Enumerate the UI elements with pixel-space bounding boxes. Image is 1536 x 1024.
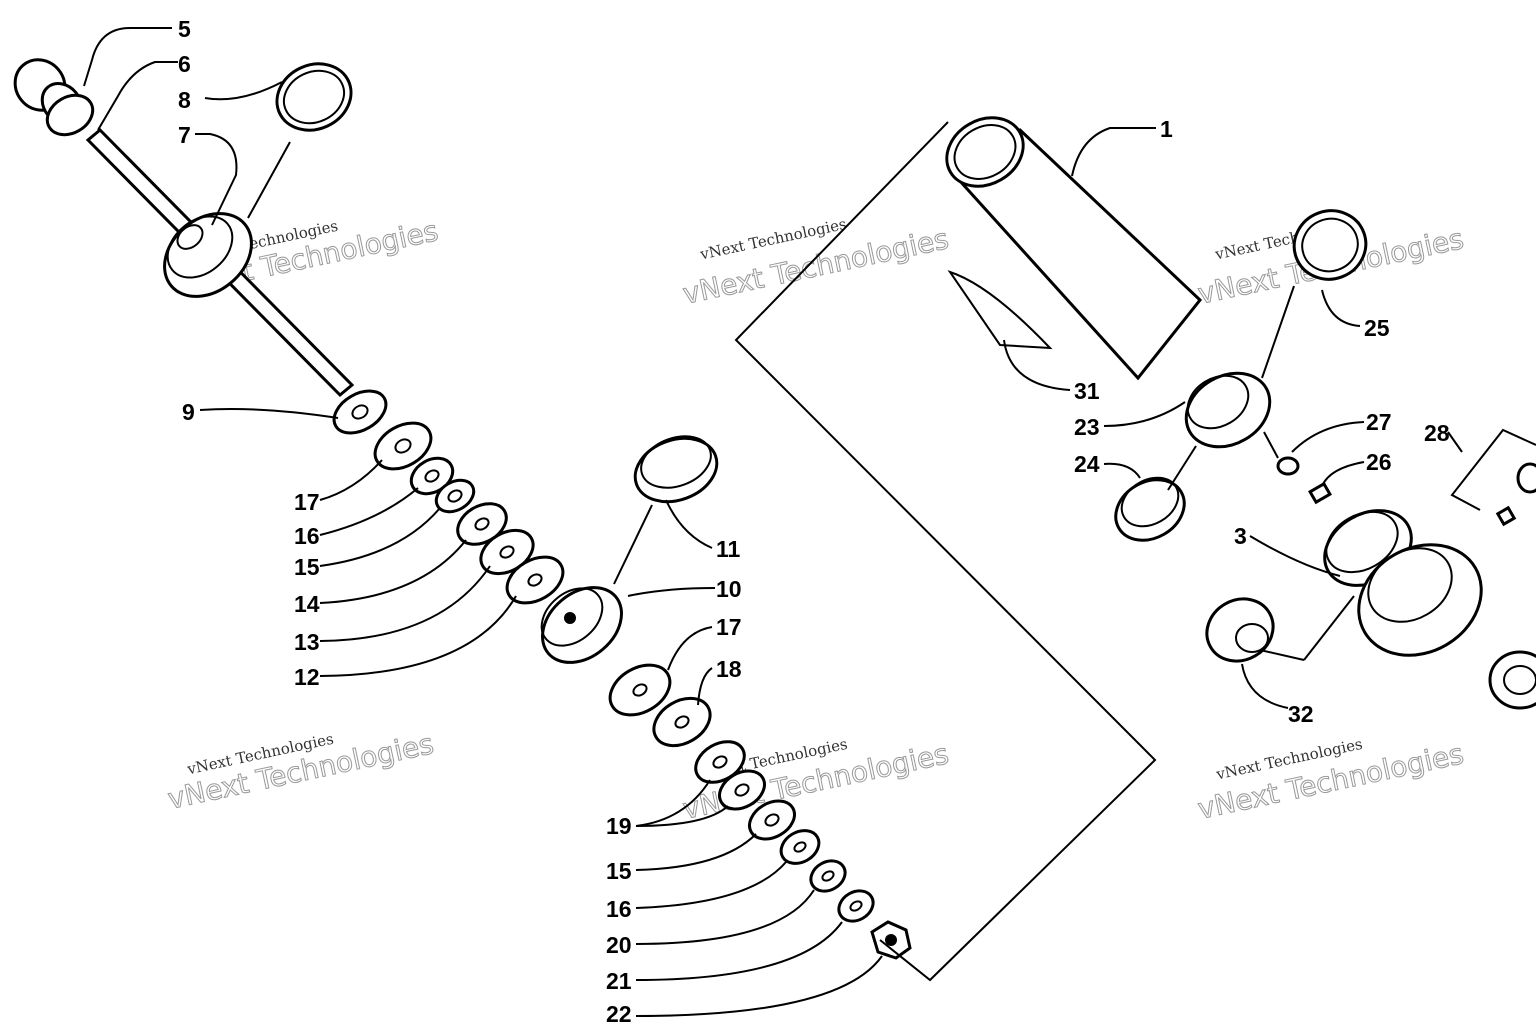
part-28-cap [1516, 462, 1536, 494]
callout-23: 23 [1074, 414, 1100, 440]
callout-25: 25 [1364, 315, 1390, 341]
callout-5: 5 [178, 16, 191, 42]
callout-15-lower: 15 [606, 858, 632, 884]
part-17b-shim [608, 663, 672, 717]
callout-16: 16 [294, 523, 320, 549]
shaft-assembly [13, 58, 912, 960]
part-10-piston [540, 586, 623, 664]
callout-11: 11 [716, 536, 741, 562]
callout-14: 14 [294, 591, 320, 617]
part-7-seal-head [163, 212, 253, 298]
callout-labels: 5 6 8 7 9 17 16 15 14 13 12 11 10 17 18 … [178, 16, 1450, 1024]
callout-17: 17 [294, 489, 320, 515]
part-20-washer [809, 859, 847, 893]
assembly-bracket-line [734, 121, 1157, 982]
callout-12: 12 [294, 664, 320, 690]
part-31-decal [947, 270, 1053, 350]
part-15-shim [434, 478, 476, 514]
part-21-washer [837, 889, 875, 923]
callout-20: 20 [606, 932, 632, 958]
callout-1: 1 [1160, 116, 1173, 142]
callout-9: 9 [182, 399, 195, 425]
leader-lines [83, 27, 1463, 1017]
callout-21: 21 [606, 968, 632, 994]
part-8-ring [275, 62, 353, 132]
callout-31: 31 [1074, 378, 1100, 404]
part-15b-shim [748, 799, 796, 841]
callout-7: 7 [178, 122, 191, 148]
callout-27: 27 [1366, 409, 1392, 435]
callout-6: 6 [178, 51, 191, 77]
part-23-bushing [1184, 371, 1272, 449]
callout-16-lower: 16 [606, 896, 632, 922]
callout-24: 24 [1074, 451, 1100, 477]
callout-3: 3 [1234, 523, 1247, 549]
callout-13: 13 [294, 629, 320, 655]
part-18-shim [652, 696, 712, 748]
part-16b-shim [779, 829, 821, 865]
part-9-washer [332, 389, 388, 435]
callout-18: 18 [716, 656, 742, 682]
callout-10: 10 [716, 576, 742, 602]
part-17-shim [373, 421, 433, 471]
callout-22: 22 [606, 1001, 632, 1024]
body-assembly [945, 116, 1536, 710]
callout-28: 28 [1424, 420, 1450, 446]
part-body-end-eye [1357, 543, 1536, 710]
part-32-bushing [1205, 597, 1275, 663]
part-12-shim [505, 555, 565, 605]
watermark-1: vNext Technologies vNext Technologies [164, 727, 437, 817]
part-1-body-tube [945, 116, 1203, 381]
watermark-6: vNext Technologies vNext Technologies [1194, 735, 1467, 826]
callout-15: 15 [294, 554, 320, 580]
part-28-bracket [1450, 428, 1536, 511]
part-25-ring [1292, 209, 1368, 281]
part-24-band [1114, 476, 1186, 542]
part-6-washer [45, 93, 95, 137]
part-19b-shim [718, 769, 766, 811]
callout-8: 8 [178, 87, 191, 113]
callout-32: 32 [1288, 701, 1314, 727]
part-26-valve [1308, 481, 1332, 505]
watermark-3: vNext Technologies vNext Technologies [679, 215, 952, 311]
part-28-fitting [1495, 505, 1517, 527]
callout-26: 26 [1366, 449, 1392, 475]
callout-17-lower: 17 [716, 614, 742, 640]
part-27-oring [1276, 456, 1300, 476]
callout-19: 19 [606, 813, 632, 839]
part-11-piston-band [633, 435, 719, 504]
